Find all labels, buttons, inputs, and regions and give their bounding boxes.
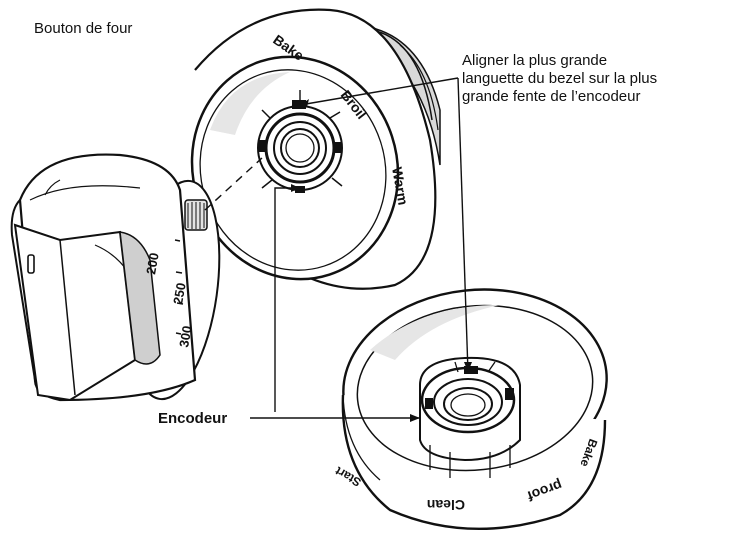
- align-leader-lines: [299, 77, 469, 373]
- align-instruction-line: languette du bezel sur la plus: [462, 70, 658, 87]
- bezel-ring: [190, 8, 441, 290]
- align-instruction-line: Aligner la plus grande: [462, 52, 608, 69]
- knob-mark-300: 300: [176, 325, 195, 349]
- align-instruction-label: Aligner la plus grande languette du beze…: [462, 52, 657, 106]
- encoder-label: Encodeur: [158, 410, 228, 427]
- knob-mark-250: 250: [170, 282, 189, 306]
- knob-mark-200: 200: [143, 252, 162, 276]
- align-instruction-line: grande fente de l’encodeur: [462, 88, 641, 105]
- base-mark-clean: Clean: [427, 497, 465, 513]
- diagram-title: Bouton de four: [34, 20, 133, 37]
- encoder-base: [341, 288, 608, 530]
- bezel-mark-warm: Warm: [389, 166, 411, 207]
- oven-knob: [10, 153, 221, 402]
